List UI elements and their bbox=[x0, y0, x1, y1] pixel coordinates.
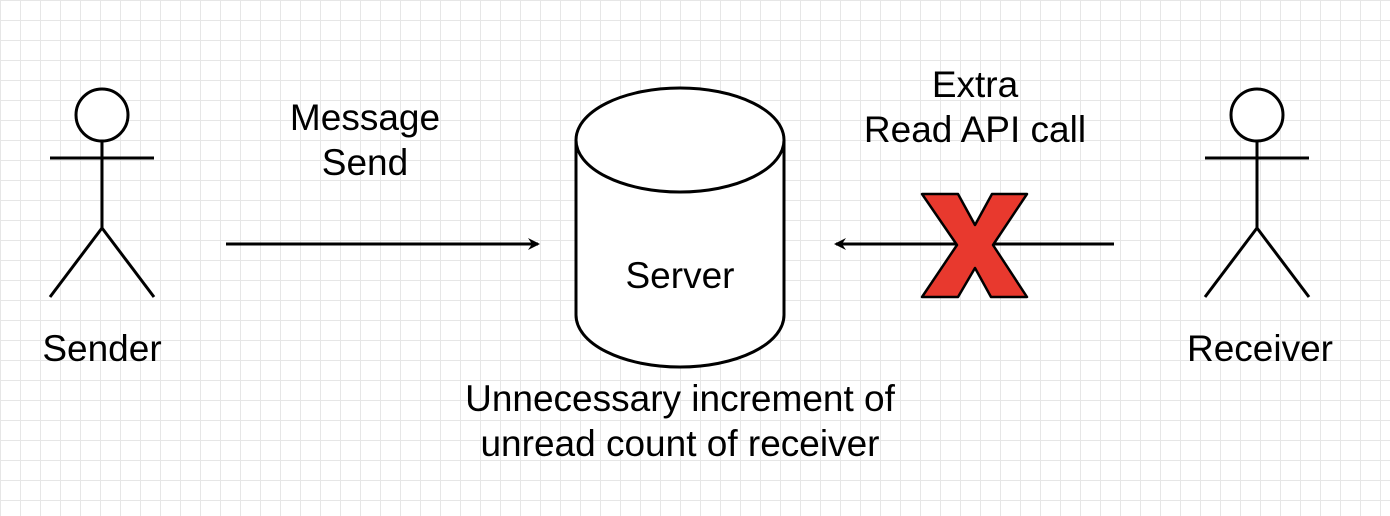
note-line-1: Unnecessary increment of bbox=[465, 378, 895, 419]
message-send-label: Message Send bbox=[240, 95, 490, 185]
x-mark-icon bbox=[920, 192, 1029, 299]
server-label: Server bbox=[625, 255, 735, 296]
server-database-icon bbox=[574, 86, 786, 369]
note-line-2: unread count of receiver bbox=[480, 423, 880, 465]
sender-actor-icon bbox=[48, 87, 156, 298]
sender-label: Sender bbox=[42, 328, 162, 369]
receiver-label: Receiver bbox=[1187, 328, 1333, 369]
read-call-line-2: Read API call bbox=[863, 109, 1087, 151]
read-call-line-1: Extra bbox=[931, 64, 1019, 105]
message-send-line-2: Send bbox=[321, 142, 409, 184]
receiver-actor-icon bbox=[1203, 87, 1311, 298]
message-send-line-1: Message bbox=[289, 97, 441, 138]
read-call-label: Extra Read API call bbox=[825, 62, 1125, 152]
note-label: Unnecessary increment of unread count of… bbox=[380, 376, 980, 466]
